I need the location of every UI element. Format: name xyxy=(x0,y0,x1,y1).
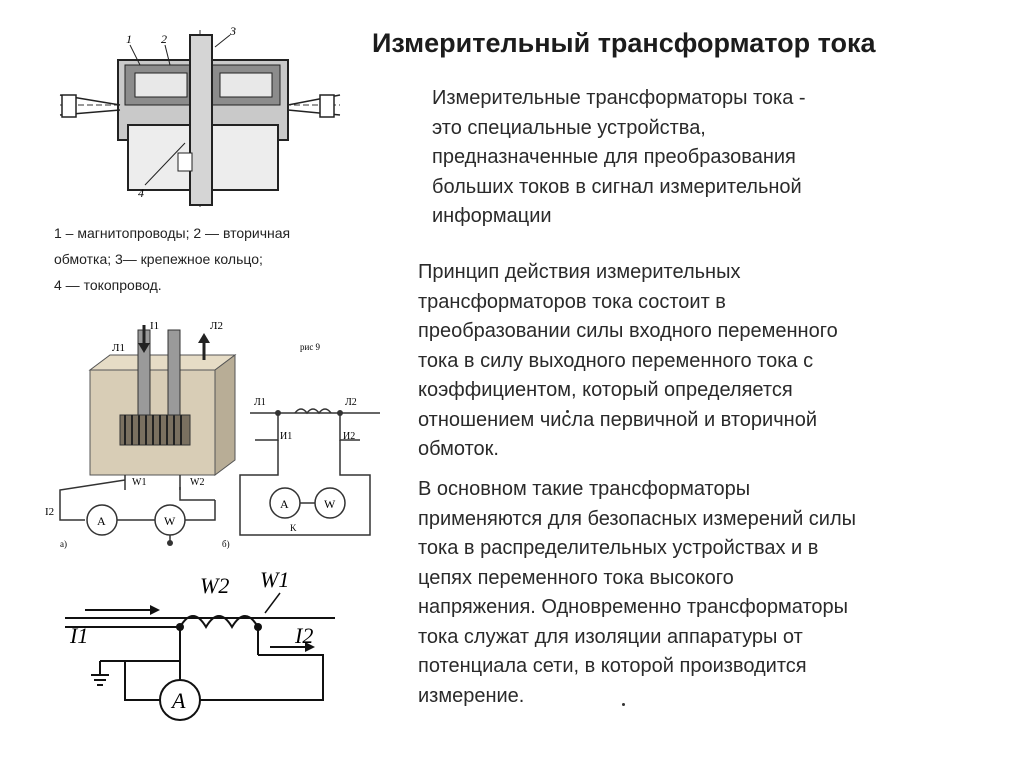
figure-label: 2 xyxy=(161,32,167,46)
figure-label: И2 xyxy=(343,431,355,442)
circuit-figure: W2 W1 I1 I2 A xyxy=(65,567,335,721)
figure-label: 4 xyxy=(138,186,144,200)
figure-label: рис 9 xyxy=(300,342,321,352)
figure-label: И1 xyxy=(280,431,292,442)
stray-dot xyxy=(622,703,625,706)
figure-label: W xyxy=(324,497,336,511)
intro-paragraph: Измерительные трансформаторы тока - это … xyxy=(432,87,806,227)
figure-label: б) xyxy=(222,539,230,549)
figure-label: W2 xyxy=(200,573,229,598)
figure-label: W xyxy=(164,514,176,528)
figure-label: Л2 xyxy=(345,397,357,408)
figure-label: W1 xyxy=(132,477,146,488)
figure-label: I2 xyxy=(294,623,313,648)
figure-label: 1 xyxy=(126,32,132,46)
stray-dot xyxy=(566,410,569,413)
figure-label: W2 xyxy=(190,477,204,488)
figure-caption: 1 – магнитопроводы; 2 — вторичная обмотк… xyxy=(54,225,291,293)
figure-label: Л1 xyxy=(254,397,266,408)
figure-label: I1 xyxy=(150,320,159,332)
figure-label: W1 xyxy=(260,567,289,592)
transformer-section-figure: 1 2 3 4 xyxy=(59,25,341,210)
figure-label: A xyxy=(170,688,186,713)
principle-paragraph: Принцип действия измерительных трансформ… xyxy=(418,261,838,460)
transformer-wiring-figure: I1 Л1 Л2 A W I2 W1 W2 а) рис 9 Л1 Л2 И1 … xyxy=(45,320,380,549)
figure-label: 3 xyxy=(229,25,236,38)
page-title: Измерительный трансформатор тока xyxy=(372,28,876,58)
figure-label: а) xyxy=(60,539,67,549)
figure-label: I1 xyxy=(69,623,88,648)
figure-label: Л1 xyxy=(112,342,125,354)
figure-label: K xyxy=(290,523,297,533)
figure-label: A xyxy=(97,514,106,528)
figure-label: A xyxy=(280,497,289,511)
figure-label: Л2 xyxy=(210,320,223,332)
figure-label: I2 xyxy=(45,506,54,518)
usage-paragraph: В основном такие трансформаторы применяю… xyxy=(418,478,857,707)
